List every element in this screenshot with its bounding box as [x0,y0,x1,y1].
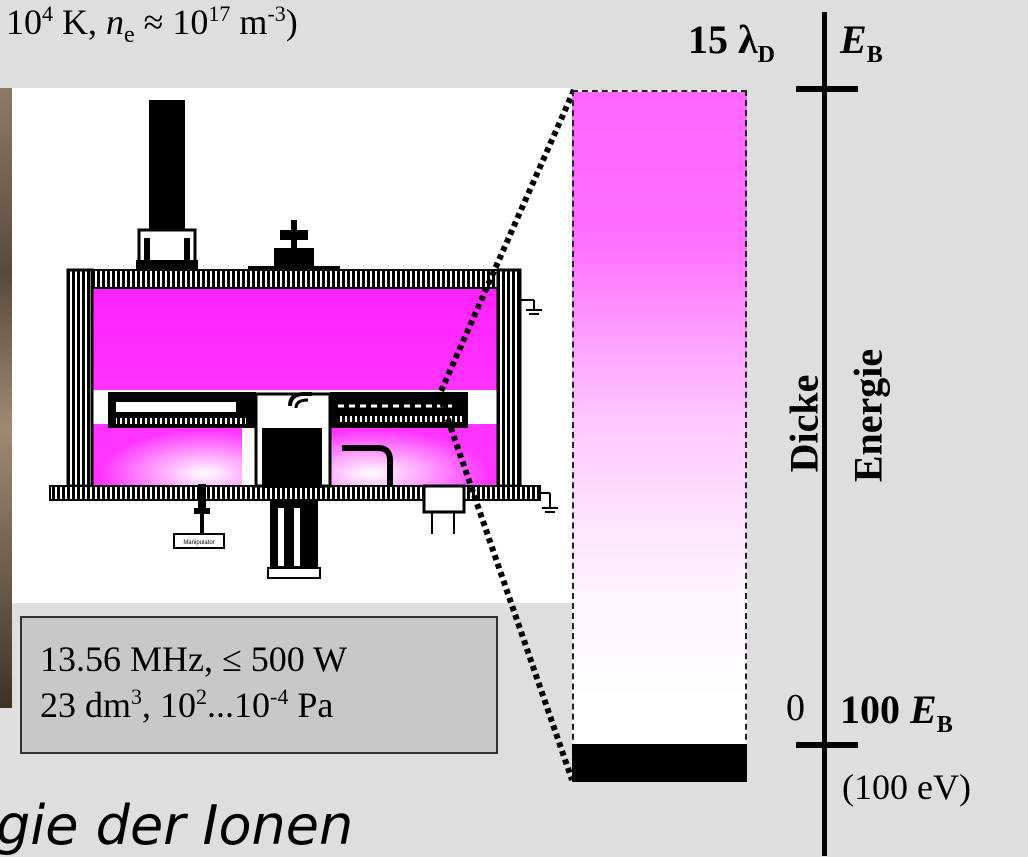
axis-tick-bottom [796,742,858,748]
cooling-pipe [342,445,393,486]
process-parameters-box: 13.56 MHz, ≤ 500 W 23 dm3, 102...10-4 Pa [20,616,498,754]
thickness-top-label: 15 λD [688,17,775,68]
sheath-gradient-bar [572,90,747,780]
thickness-zero-label: 0 [786,687,805,729]
plasma-conditions: 104 K, ne ≈ 1017 m-3) [6,1,298,49]
manipulator-feed: Manipulator [173,484,225,549]
frequency-power-line: 13.56 MHz, ≤ 500 W [40,639,348,679]
energy-bottom-note: (100 eV) [842,767,971,807]
manipulator-label: Manipulator [183,540,214,546]
plasma-chamber-diagram: Manipulator [49,100,558,579]
energy-bottom-label: 100 EB [840,687,953,738]
electrode-surface [572,744,747,782]
electrode-stem [254,392,332,579]
plasma-glow-lower-left [92,424,242,486]
plasma-glow-upper [92,288,498,390]
axis-tick-top [796,86,858,92]
volume-pressure-line: 23 dm3, 102...10-4 Pa [40,684,334,725]
energy-axis-line [822,12,827,856]
ground-symbol-bottom [540,492,558,513]
photo-strip [0,88,12,708]
zoom-line-bottom [439,401,575,781]
gas-port [422,484,466,534]
section-heading-fragment: gie der Ionen [0,794,354,857]
ground-symbol-top [520,299,542,315]
plasma-glow-lower-right [330,424,498,486]
energy-axis-label: Energie [845,348,891,483]
energy-top-label: EB [840,17,883,68]
thickness-axis-label: Dicke [781,374,827,473]
zoom-line-top [435,88,577,400]
